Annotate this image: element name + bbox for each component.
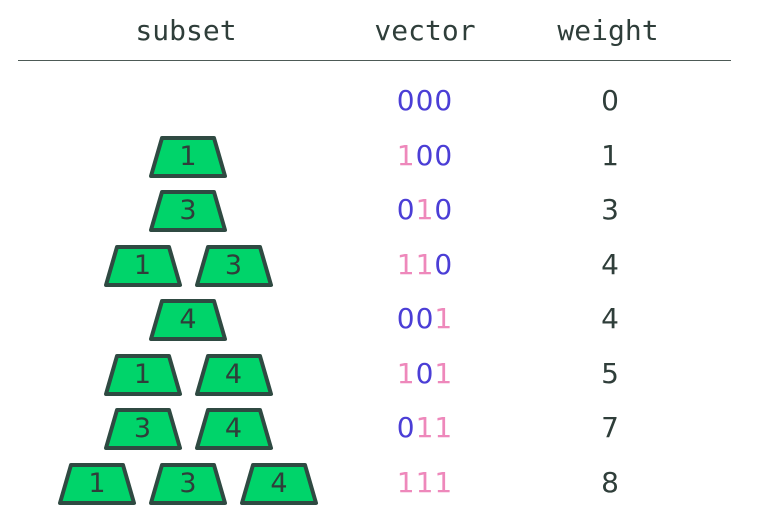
bit-zero: 0: [415, 84, 435, 117]
element-block: 4: [194, 407, 274, 451]
element-label: 3: [133, 413, 152, 444]
weight-cell: 1: [601, 138, 619, 172]
element-label: 1: [133, 358, 152, 390]
vector-cell: 010: [397, 183, 453, 237]
bit-zero: 0: [396, 411, 416, 444]
subset-cell: 1 3 4: [0, 456, 370, 510]
trapezoid-shape: [194, 408, 273, 450]
bit-zero: 0: [415, 138, 435, 172]
vector-cell: 101: [397, 347, 453, 401]
bit-one: 1: [396, 356, 416, 390]
trapezoid-shape: [103, 408, 182, 450]
trapezoid-shape: [149, 462, 227, 505]
bit-zero: 0: [415, 356, 435, 390]
bit-zero: 0: [434, 193, 454, 226]
weight-cell: 7: [601, 411, 619, 444]
weight-cell: 4: [601, 302, 619, 335]
element-label: 3: [224, 249, 243, 281]
trapezoid-shape: [240, 462, 318, 505]
subset-cell: 4: [0, 292, 370, 346]
header-divider: [18, 60, 731, 61]
weight-cell: 3: [601, 193, 619, 226]
element-block: 1: [148, 135, 228, 179]
weight-cell: 5: [601, 356, 619, 390]
element-block: 1: [57, 462, 137, 506]
vector-cell: 110: [397, 238, 453, 292]
element-block: 1: [103, 244, 183, 288]
weight-cell: 0: [601, 84, 619, 117]
table-row: 3 010 3: [0, 183, 776, 237]
bit-one: 1: [434, 411, 454, 444]
bit-one: 1: [415, 247, 435, 281]
element-block: 4: [239, 462, 319, 506]
bit-zero: 0: [396, 193, 416, 226]
header-weight: weight: [557, 14, 659, 47]
element-label: 3: [179, 195, 197, 226]
element-block: 3: [194, 244, 274, 288]
subset-cell: [0, 74, 370, 128]
bit-one: 1: [434, 356, 454, 390]
bit-zero: 0: [415, 302, 435, 335]
bit-one: 1: [434, 465, 454, 499]
vector-cell: 100: [397, 129, 453, 183]
subset-cell: 3: [0, 183, 370, 237]
element-block: 4: [148, 298, 228, 342]
element-label: 1: [179, 140, 197, 172]
element-label: 4: [270, 467, 288, 499]
header-subset: subset: [135, 14, 237, 47]
bit-zero: 0: [434, 247, 454, 281]
bit-one: 1: [415, 193, 435, 226]
vector-cell: 011: [397, 401, 453, 455]
bit-zero: 0: [434, 84, 454, 117]
trapezoid-shape: [149, 299, 227, 341]
element-block: 3: [148, 189, 228, 233]
element-label: 4: [224, 413, 243, 444]
bit-one: 1: [396, 247, 416, 281]
bit-zero: 0: [396, 302, 416, 335]
trapezoid-shape: [194, 353, 273, 396]
header-vector: vector: [374, 14, 476, 47]
element-label: 4: [224, 358, 243, 390]
bit-one: 1: [415, 411, 435, 444]
trapezoid-shape: [149, 135, 227, 178]
element-block: 3: [148, 462, 228, 506]
trapezoid-shape: [103, 353, 182, 396]
element-label: 1: [88, 467, 106, 499]
weight-cell: 8: [601, 465, 619, 499]
element-label: 4: [179, 304, 197, 335]
trapezoid-shape: [194, 244, 273, 287]
bit-one: 1: [434, 302, 454, 335]
bit-one: 1: [415, 465, 435, 499]
bit-zero: 0: [434, 138, 454, 172]
vector-cell: 000: [397, 74, 453, 128]
trapezoid-shape: [103, 244, 182, 287]
weight-cell: 4: [601, 247, 619, 281]
element-label: 1: [133, 249, 152, 281]
element-label: 3: [179, 467, 197, 499]
bit-one: 1: [396, 465, 416, 499]
bit-zero: 0: [396, 84, 416, 117]
trapezoid-shape: [58, 462, 136, 505]
trapezoid-shape: [149, 190, 227, 232]
bit-one: 1: [396, 138, 416, 172]
vector-cell: 111: [397, 456, 453, 510]
element-block: 3: [103, 407, 183, 451]
element-block: 4: [194, 353, 274, 397]
subset-cell: 1: [0, 129, 370, 183]
element-block: 1: [103, 353, 183, 397]
table-row: 4 001 4: [0, 292, 776, 346]
vector-cell: 001: [397, 292, 453, 346]
